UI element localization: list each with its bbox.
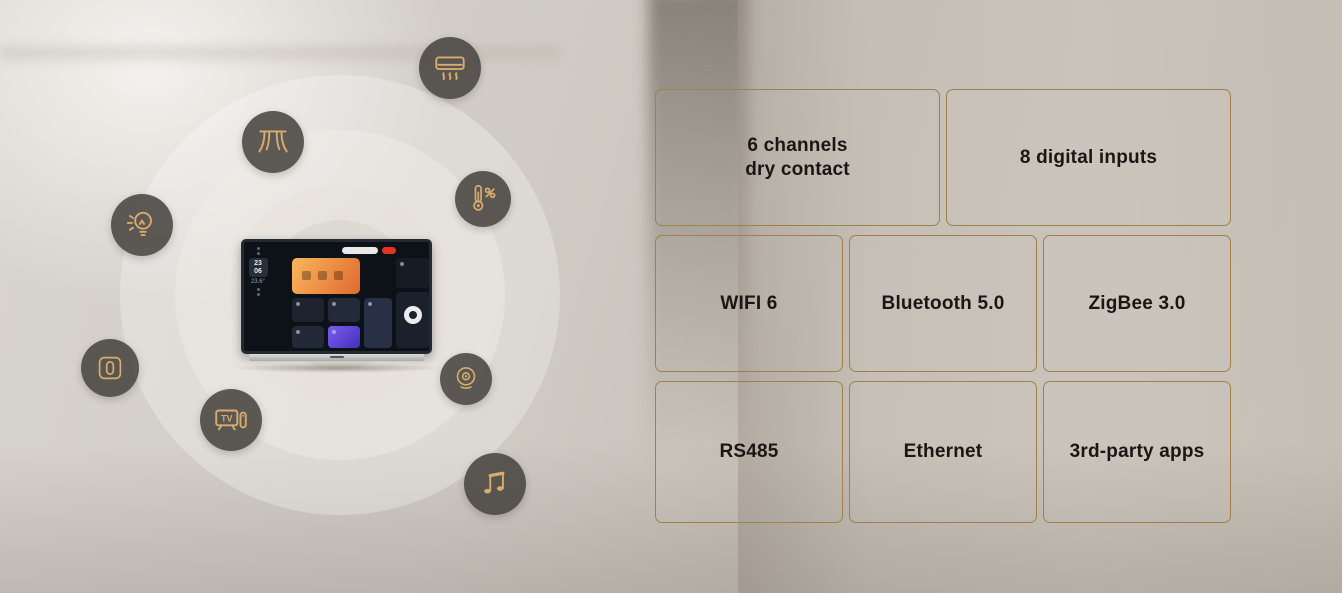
feature-label: Ethernet	[903, 441, 983, 462]
dial-tile	[396, 292, 429, 348]
tv-text: TV	[221, 414, 232, 424]
feature-box-zigbee: ZigBee 3.0	[1043, 235, 1231, 372]
sidebar-dot	[256, 247, 260, 250]
curtain-icon	[242, 111, 304, 173]
sidebar-dot	[256, 288, 260, 291]
thermostat-dial	[404, 306, 422, 324]
panel-stand	[249, 354, 424, 361]
climate-mode-icon	[318, 271, 327, 280]
panel-clock: 23 06	[248, 258, 268, 277]
panel-status-pill	[342, 247, 378, 254]
panel-temperature: 23.6°	[250, 279, 266, 285]
feature-label: Bluetooth 5.0	[881, 292, 1005, 314]
feature-box-wifi: WIFI 6	[655, 235, 843, 372]
feature-box-digital-inputs: 8 digital inputs	[946, 89, 1231, 226]
feature-box-bluetooth: Bluetooth 5.0	[849, 235, 1037, 372]
floor-shadow	[0, 443, 1342, 593]
scene-tile	[292, 326, 324, 348]
doorframe-blur	[648, 0, 748, 530]
switch-socket-icon	[81, 339, 139, 397]
tv-remote-icon: TV	[200, 389, 262, 451]
feature-box-rs485: RS485	[655, 381, 843, 523]
smart-control-panel: 23 06 23.6°	[231, 239, 442, 373]
thermo-humidity-icon	[455, 171, 511, 227]
feature-row-1: 6 channels dry contact 8 digital inputs	[655, 89, 1231, 226]
climate-tile	[292, 258, 360, 294]
air-conditioner-icon	[419, 37, 481, 99]
music-icon	[464, 453, 526, 515]
clock-hour: 23	[254, 260, 262, 267]
feature-label: 6 channels dry contact	[745, 134, 850, 180]
tile-glyph	[332, 302, 336, 306]
wall-panel-blur	[738, 0, 1342, 593]
music-tile	[328, 326, 360, 348]
sidebar-dot	[256, 293, 260, 296]
climate-mode-icon	[302, 271, 311, 280]
feature-grid: 6 channels dry contact 8 digital inputs …	[655, 89, 1231, 532]
device-list-tile	[364, 298, 392, 348]
feature-row-2: WIFI 6 Bluetooth 5.0 ZigBee 3.0	[655, 235, 1231, 372]
tile-glyph	[400, 262, 404, 266]
status-tile	[396, 258, 429, 288]
panel-sidebar: 23 06 23.6°	[247, 245, 269, 348]
light-bulb-icon	[111, 194, 173, 256]
sidebar-dot	[256, 252, 260, 255]
scene-tile	[328, 298, 360, 322]
feature-box-ethernet: Ethernet	[849, 381, 1037, 523]
feature-label: WIFI 6	[720, 292, 778, 314]
climate-mode-icon	[334, 271, 343, 280]
panel-logo	[329, 356, 344, 358]
feature-box-third-party-apps: 3rd-party apps	[1043, 381, 1231, 523]
tile-glyph	[368, 302, 372, 306]
camera-icon	[440, 353, 492, 405]
clock-minute: 06	[254, 267, 262, 275]
feature-label: 8 digital inputs	[1019, 146, 1158, 168]
panel-shadow	[231, 363, 442, 373]
feature-label: 3rd-party apps	[1069, 441, 1205, 462]
feature-label: RS485	[719, 441, 779, 462]
panel-alert-badge	[382, 247, 396, 254]
scene-tile	[292, 298, 324, 322]
tile-glyph	[332, 330, 336, 334]
tile-glyph	[296, 330, 300, 334]
feature-row-3: RS485 Ethernet 3rd-party apps	[655, 381, 1231, 523]
panel-screen: 23 06 23.6°	[241, 239, 432, 354]
feature-label: ZigBee 3.0	[1088, 292, 1186, 314]
tile-glyph	[296, 302, 300, 306]
feature-box-dry-contact: 6 channels dry contact	[655, 89, 940, 226]
